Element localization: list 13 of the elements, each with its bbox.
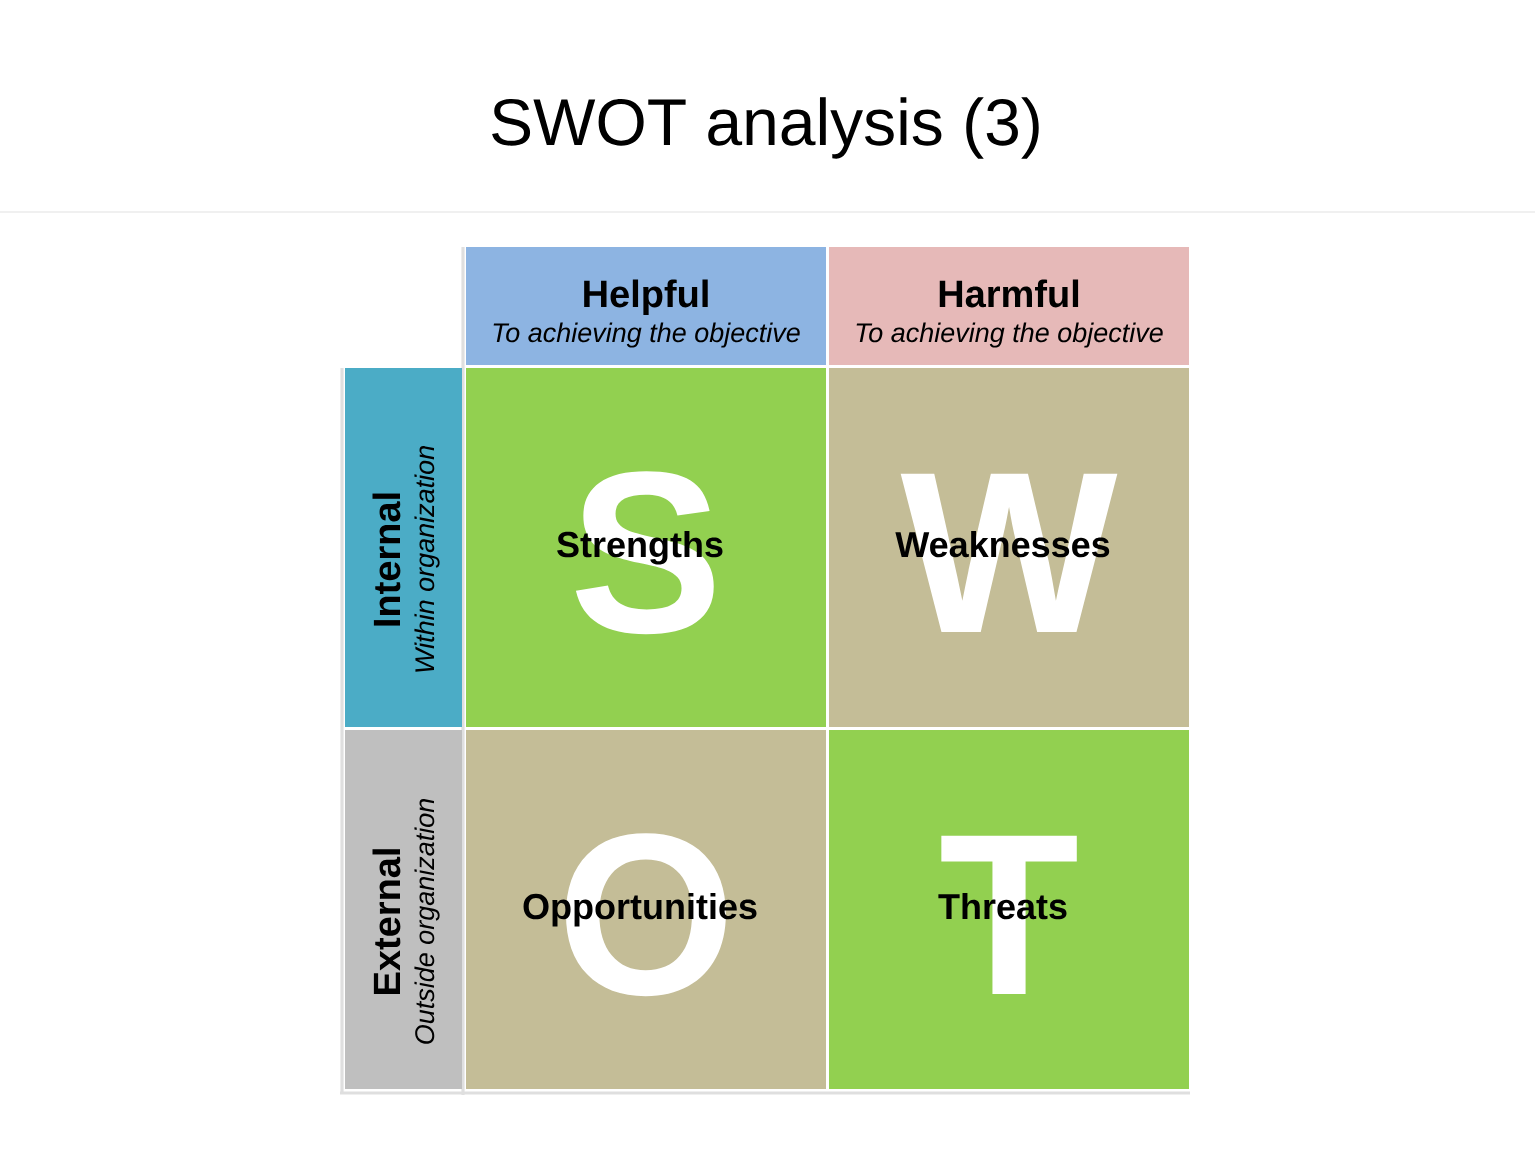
row-header-box (345, 730, 462, 1089)
row-title: External (372, 849, 401, 994)
row-title: Internal (372, 493, 401, 626)
header-title: Harmful (939, 279, 1079, 308)
header-box (829, 247, 1189, 365)
header-subtitle: To achieving the objective (493, 322, 800, 348)
row-header-box (345, 368, 462, 727)
row-subtitle: Outside organization (414, 799, 440, 1044)
header-subtitle: To achieving the objective (856, 322, 1163, 348)
title: SWOT analysis (3) (492, 97, 1039, 159)
header-box (466, 247, 826, 365)
header-title: Helpful (584, 279, 708, 315)
row-subtitle: Within organization (414, 446, 440, 672)
